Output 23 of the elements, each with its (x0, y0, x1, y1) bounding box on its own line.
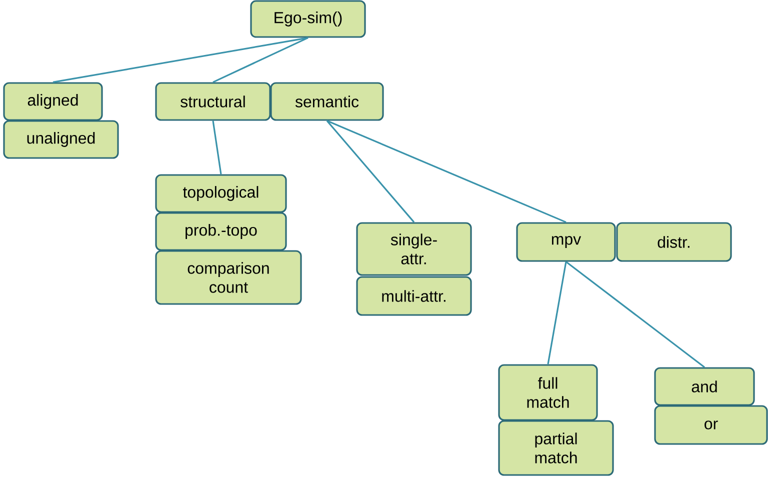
category-box: distr. (616, 222, 732, 262)
connector-line (326, 120, 415, 223)
connector-line (566, 261, 705, 368)
category-box: multi-attr. (356, 276, 472, 316)
category-box: single- attr. (356, 222, 472, 276)
category-box: full match (498, 364, 598, 421)
connector-line (326, 120, 566, 223)
category-box: structural (155, 82, 271, 121)
category-box: prob.-topo (155, 212, 287, 251)
category-box: partial match (498, 420, 614, 476)
category-box: Ego-sim() (250, 0, 366, 38)
connector-line (212, 120, 222, 174)
connector-line (52, 37, 308, 83)
category-box: mpv (516, 222, 616, 262)
category-box: topological (155, 174, 287, 213)
category-box: semantic (270, 82, 384, 121)
connector-line (212, 37, 308, 83)
category-box: comparison count (155, 250, 302, 305)
connector-line (547, 262, 567, 364)
category-box: or (654, 405, 768, 445)
category-box: unaligned (3, 120, 119, 159)
category-box: and (654, 367, 755, 406)
category-box: aligned (3, 82, 103, 121)
